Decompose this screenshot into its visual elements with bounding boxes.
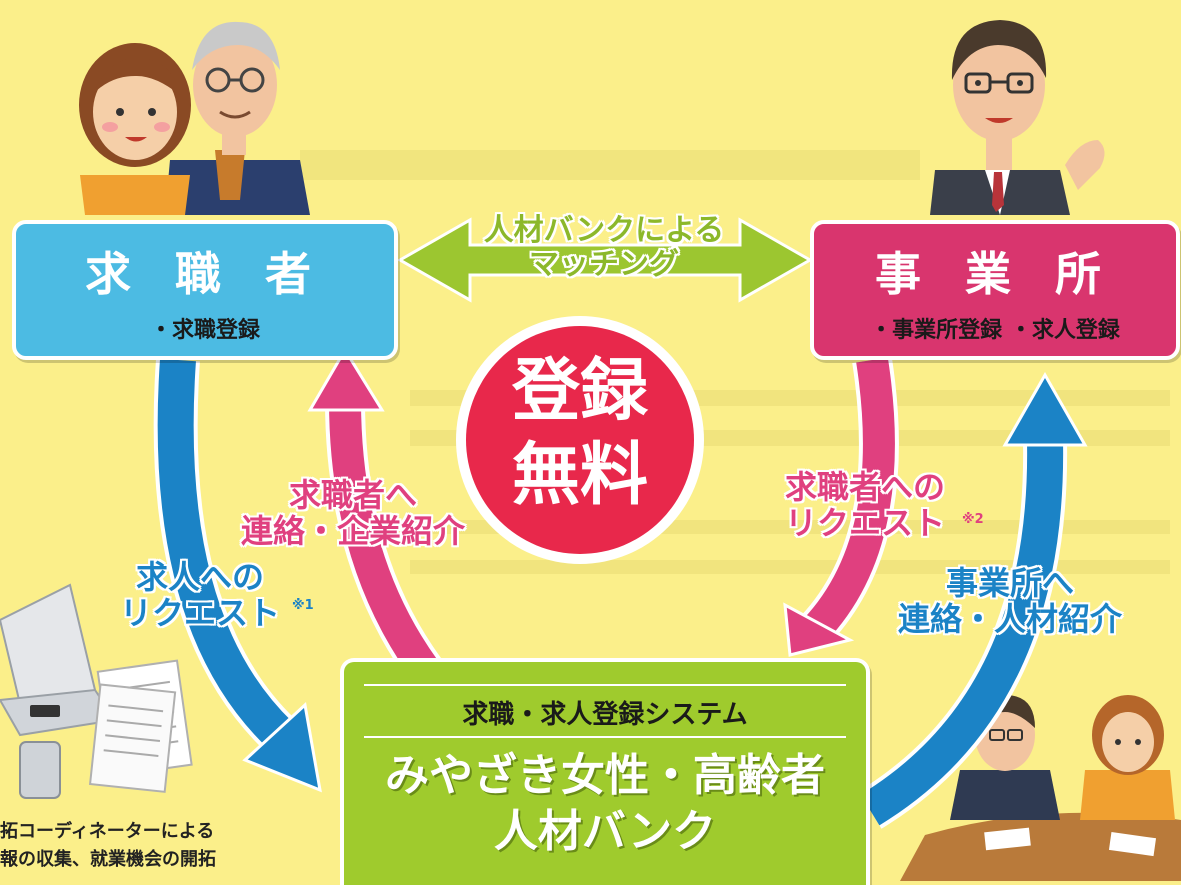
contact-employer-label: 事業所へ 連絡・人材紹介 <box>880 564 1140 638</box>
system-divider-top <box>364 684 846 686</box>
employer-box: 事 業 所 ・事業所登録 ・求人登録 <box>810 220 1180 360</box>
matching-label-line1: 人材バンクによる <box>483 213 725 248</box>
request-job-label: 求人への リクエスト <box>100 558 300 632</box>
job-seeker-title: 求 職 者 <box>84 247 326 301</box>
system-subtitle: 求職・求人登録システム <box>462 700 748 730</box>
request-job-note: ※1 <box>292 598 314 613</box>
system-title-line1: みやざき女性・高齢者 <box>385 750 825 801</box>
contact-employer-line1: 事業所へ <box>945 564 1074 602</box>
job-seeker-people-illustration <box>79 21 310 215</box>
employer-person-illustration <box>930 20 1105 215</box>
request-seeker-note: ※2 <box>962 512 984 527</box>
job-seeker-box: 求 職 者 ・求職登録 <box>12 220 398 360</box>
coordinator-line1: 拓コーディネーターによる <box>0 821 215 842</box>
coordinator-line2: 報の収集、就業機会の開拓 <box>0 849 216 870</box>
matching-label-line2: マッチング <box>529 246 679 282</box>
contact-seeker-label: 求職者へ 連絡・企業紹介 <box>228 476 478 550</box>
job-seeker-subtitle: ・求職登録 <box>149 318 260 343</box>
coordinator-caption: 拓コーディネーターによる 報の収集、就業機会の開拓 <box>0 818 260 874</box>
system-divider-bottom <box>364 736 846 738</box>
request-seeker-arrow <box>783 356 899 657</box>
request-job-arrow <box>153 358 322 793</box>
badge-line2: 無料 <box>511 436 648 515</box>
contact-seeker-line1: 求職者へ <box>288 476 417 514</box>
laptop-documents-illustration <box>0 583 193 799</box>
badge-line1: 登録 <box>511 352 648 431</box>
contact-seeker-line2: 連絡・企業紹介 <box>240 511 465 550</box>
free-registration-badge: 登録 無料 <box>470 350 690 518</box>
free-registration-badge-circle <box>456 316 704 564</box>
employer-subtitle: ・事業所登録 ・求人登録 <box>870 318 1120 343</box>
contact-seeker-arrow <box>307 347 442 682</box>
request-job-line2: リクエスト <box>119 593 280 632</box>
request-seeker-line1: 求職者への <box>784 468 945 506</box>
request-seeker-label: 求職者への リクエスト <box>760 468 970 542</box>
contact-employer-arrow <box>858 371 1088 829</box>
matching-label: 人材バンクによる マッチング <box>468 214 740 281</box>
system-title-line2: 人材バンク <box>493 806 717 857</box>
contact-employer-line2: 連絡・人材紹介 <box>897 599 1122 638</box>
registration-system-box: 求職・求人登録システム みやざき女性・高齢者 人材バンク <box>340 658 870 885</box>
request-job-line1: 求人への <box>135 558 264 596</box>
employer-title: 事 業 所 <box>874 247 1116 301</box>
meeting-people-illustration <box>900 695 1181 881</box>
request-seeker-line2: リクエスト <box>784 503 945 542</box>
system-title: みやざき女性・高齢者 人材バンク <box>344 748 866 860</box>
